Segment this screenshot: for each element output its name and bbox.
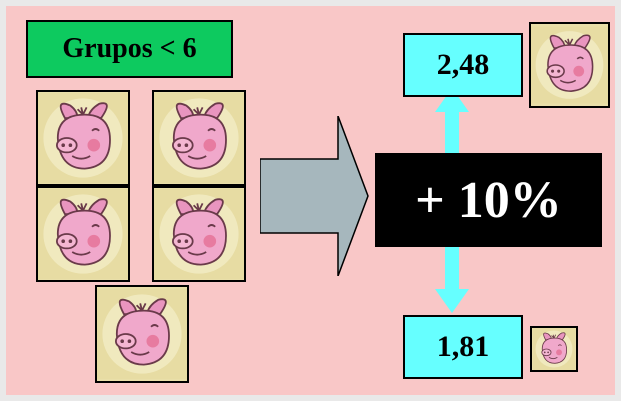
pig-face-icon [95, 285, 189, 383]
pig-face-icon [36, 186, 130, 282]
down-arrow-icon [435, 243, 469, 313]
diagram-canvas: Grupos < 6 + 10% 2,48 1,81 [6, 6, 615, 395]
pig-face-icon [152, 90, 246, 186]
pig-face-icon [36, 90, 130, 186]
bottom-value-box: 1,81 [403, 315, 523, 379]
pig-face-icon [529, 22, 610, 108]
top-value-box: 2,48 [403, 33, 523, 97]
right-arrow-icon [260, 116, 369, 276]
percent-increase-label: + 10% [375, 153, 602, 247]
group-label: Grupos < 6 [26, 20, 233, 78]
pig-face-icon [530, 326, 578, 372]
up-arrow-icon [435, 88, 469, 158]
pig-face-icon [152, 186, 246, 282]
